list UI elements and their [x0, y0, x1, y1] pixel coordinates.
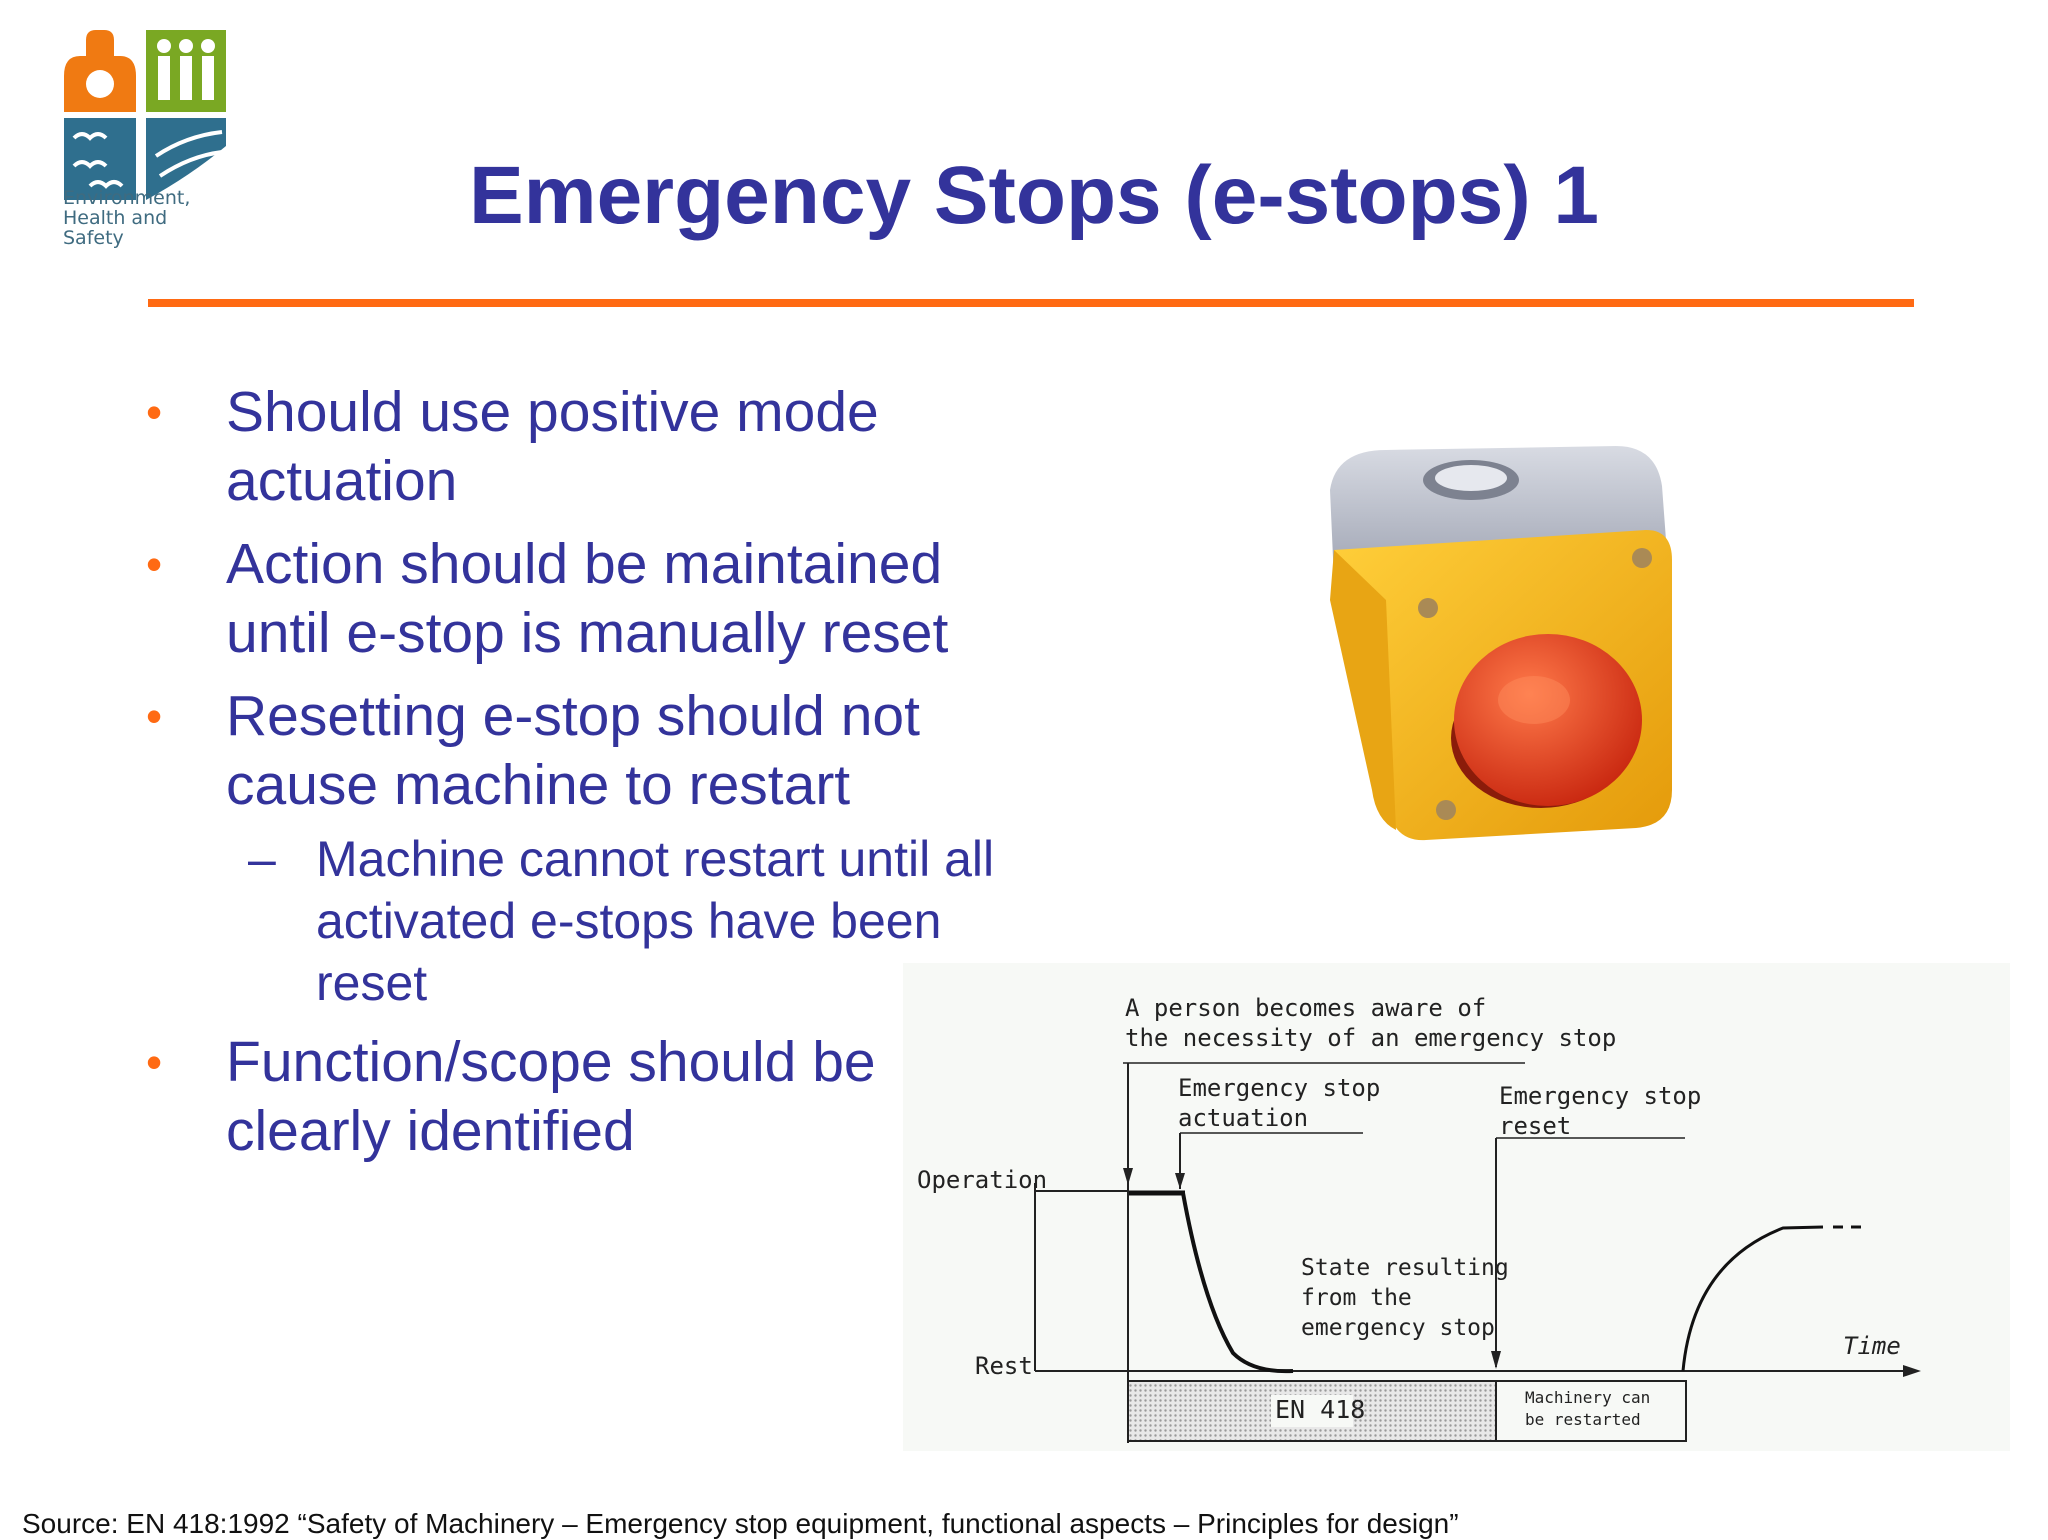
- bullet-text: Should use positive mode actuation: [226, 380, 879, 513]
- bullet-text: Action should be maintained until e-stop…: [226, 532, 949, 665]
- sub-bullet-item: – Machine cannot restart until all activ…: [140, 828, 1000, 1014]
- sub-bullet-dash: –: [248, 831, 276, 887]
- label-reset-line2: reset: [1499, 1112, 1572, 1140]
- ehs-logo: [64, 30, 226, 200]
- logo-caption: Environment, Health and Safety: [63, 188, 223, 248]
- label-actuation-line2: actuation: [1178, 1104, 1309, 1132]
- estop-timing-diagram: A person becomes aware of the necessity …: [903, 963, 2010, 1451]
- bullet-dot: •: [146, 538, 163, 590]
- label-en418: EN 418: [1275, 1395, 1366, 1424]
- label-reset-line1: Emergency stop: [1499, 1082, 1702, 1110]
- label-rest: Rest: [975, 1352, 1033, 1380]
- label-state-line3: emergency stop: [1301, 1315, 1495, 1341]
- label-aware-line1: A person becomes aware of: [1125, 994, 1487, 1022]
- bullet-dot: •: [146, 386, 163, 438]
- sub-bullet-text: Machine cannot restart until all activat…: [316, 831, 995, 1011]
- label-state-line1: State resulting: [1301, 1255, 1509, 1281]
- label-actuation-line1: Emergency stop: [1178, 1074, 1381, 1102]
- logo-line-1: Environment,: [63, 187, 191, 209]
- source-citation: Source: EN 418:1992 “Safety of Machinery…: [22, 1508, 1459, 1539]
- bullet-dot: •: [146, 690, 163, 742]
- label-state-line2: from the: [1301, 1285, 1412, 1311]
- emergency-stop-button-photo: [1330, 446, 1672, 841]
- slide-title: Emergency Stops (e-stops) 1: [468, 150, 1600, 241]
- label-restart-line2: be restarted: [1525, 1410, 1641, 1429]
- bullet-dot: •: [146, 1036, 163, 1088]
- bullet-text: Function/scope should be clearly identif…: [226, 1030, 876, 1163]
- label-operation: Operation: [917, 1166, 1048, 1194]
- label-aware-line2: the necessity of an emergency stop: [1125, 1024, 1617, 1052]
- bullet-text: Resetting e-stop should not cause machin…: [226, 684, 920, 817]
- logo-line-2: Health and: [63, 207, 168, 229]
- label-restart-line1: Machinery can: [1525, 1388, 1651, 1407]
- bullet-item: • Resetting e-stop should not cause mach…: [140, 682, 1000, 820]
- bullet-item: • Action should be maintained until e-st…: [140, 530, 1000, 668]
- label-time-axis: Time: [1843, 1332, 1901, 1360]
- title-divider: [148, 299, 1914, 307]
- bullet-list: • Should use positive mode actuation • A…: [140, 378, 1000, 1180]
- bullet-item: • Should use positive mode actuation: [140, 378, 1000, 516]
- timing-diagram-graphic: [903, 963, 2010, 1451]
- bullet-item: • Function/scope should be clearly ident…: [140, 1028, 1000, 1166]
- logo-line-3: Safety: [63, 227, 124, 249]
